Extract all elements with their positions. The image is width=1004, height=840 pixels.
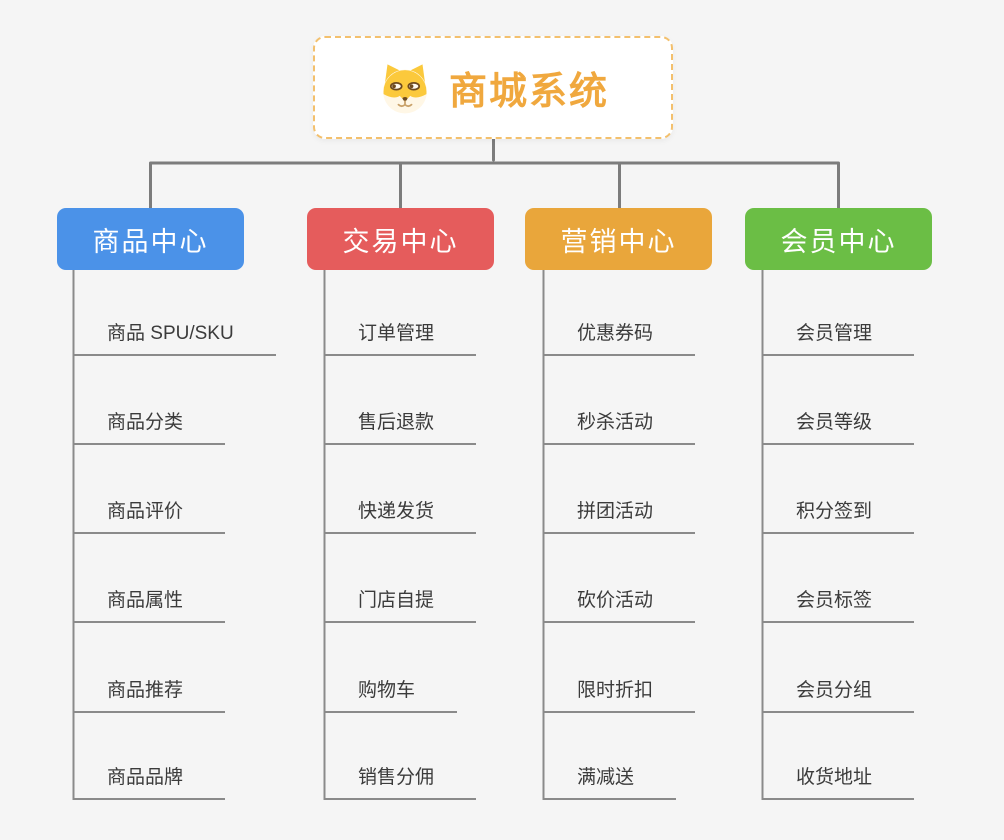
dog-face-icon bbox=[383, 63, 427, 113]
branch-node-product-center[interactable]: 商品中心 bbox=[57, 208, 244, 270]
child-topic[interactable]: 商品品牌 bbox=[73, 762, 226, 800]
child-topic[interactable]: 商品评价 bbox=[73, 496, 226, 534]
child-topic[interactable]: 秒杀活动 bbox=[543, 407, 696, 445]
branch-node-trade-center[interactable]: 交易中心 bbox=[307, 208, 494, 270]
child-topic[interactable]: 会员标签 bbox=[762, 585, 915, 623]
root-node[interactable]: 商城系统 bbox=[313, 36, 673, 139]
child-topic[interactable]: 门店自提 bbox=[324, 585, 477, 623]
child-topic[interactable]: 砍价活动 bbox=[543, 585, 696, 623]
child-topic[interactable]: 商品分类 bbox=[73, 407, 226, 445]
child-topic[interactable]: 快递发货 bbox=[324, 496, 477, 534]
child-topic[interactable]: 满减送 bbox=[543, 762, 677, 800]
child-topic[interactable]: 订单管理 bbox=[324, 318, 477, 356]
child-topic[interactable]: 积分签到 bbox=[762, 496, 915, 534]
child-topic[interactable]: 拼团活动 bbox=[543, 496, 696, 534]
branch-node-member-center[interactable]: 会员中心 bbox=[745, 208, 932, 270]
child-topic[interactable]: 限时折扣 bbox=[543, 675, 696, 713]
child-topic[interactable]: 优惠券码 bbox=[543, 318, 696, 356]
child-topic[interactable]: 商品属性 bbox=[73, 585, 226, 623]
child-topic[interactable]: 收货地址 bbox=[762, 762, 915, 800]
child-topic[interactable]: 购物车 bbox=[324, 675, 458, 713]
child-topic[interactable]: 销售分佣 bbox=[324, 762, 477, 800]
child-topic[interactable]: 售后退款 bbox=[324, 407, 477, 445]
root-title: 商城系统 bbox=[448, 71, 609, 113]
child-topic[interactable]: 商品推荐 bbox=[73, 675, 226, 713]
child-topic[interactable]: 会员等级 bbox=[762, 407, 915, 445]
child-topic[interactable]: 会员分组 bbox=[762, 675, 915, 713]
branch-node-marketing-center[interactable]: 营销中心 bbox=[525, 208, 712, 270]
child-topic[interactable]: 商品 SPU/SKU bbox=[73, 318, 276, 356]
child-topic[interactable]: 会员管理 bbox=[762, 318, 915, 356]
